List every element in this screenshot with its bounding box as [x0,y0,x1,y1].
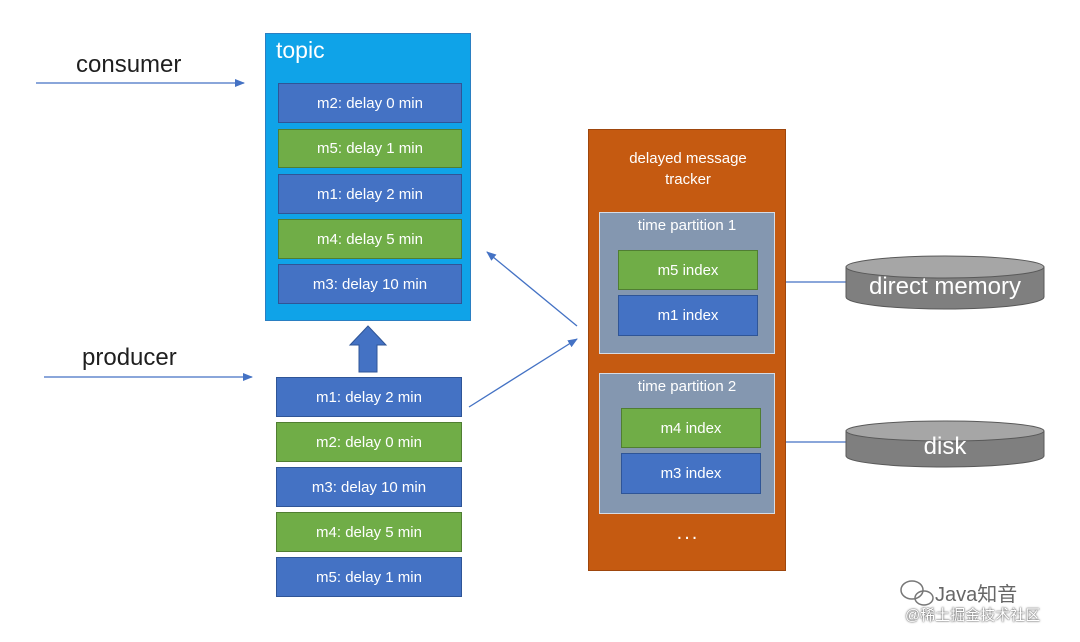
wechat-logo-icon [900,580,934,606]
topic-message: m5: delay 1 min [278,129,462,168]
producer-label: producer [82,344,177,371]
tracker-title: delayed message tracker [589,148,787,190]
tracker-title-line2: tracker [665,171,711,188]
watermark-site: @稀土掘金技术社区 [905,607,1041,624]
direct-memory-label: direct memory [868,273,1022,300]
topic-message: m1: delay 2 min [278,174,462,214]
index-entry: m5 index [618,250,758,290]
incoming-message: m3: delay 10 min [276,467,462,507]
topic-title: topic [276,37,325,63]
index-entry: m1 index [618,295,758,336]
delayed-message-tracker: delayed message tracker time partition 1… [588,129,786,571]
partition-title: time partition 1 [637,217,737,234]
index-entry: m4 index [621,408,761,448]
topic-box: topic m2: delay 0 min m5: delay 1 min m1… [265,33,471,321]
up-block-arrow [348,325,388,373]
incoming-message: m4: delay 5 min [276,512,462,552]
incoming-message: m1: delay 2 min [276,377,462,417]
incoming-message: m2: delay 0 min [276,422,462,462]
watermark-brand: Java知音 [935,584,1018,606]
partition-title: time partition 2 [637,378,737,395]
topic-message: m2: delay 0 min [278,83,462,123]
tracker-title-line1: delayed message [629,150,747,167]
consumer-label: consumer [76,51,182,78]
incoming-message: m5: delay 1 min [276,557,462,597]
tracker-to-topic-arrow [486,251,578,327]
time-partition-1: time partition 1 m5 index m1 index [599,212,775,354]
incoming-to-tracker-arrow [468,338,578,408]
topic-message: m4: delay 5 min [278,219,462,259]
disk-label: disk [923,433,967,460]
more-partitions-ellipsis: ... [676,522,700,544]
topic-message: m3: delay 10 min [278,264,462,304]
time-partition-2: time partition 2 m4 index m3 index [599,373,775,514]
index-entry: m3 index [621,453,761,494]
